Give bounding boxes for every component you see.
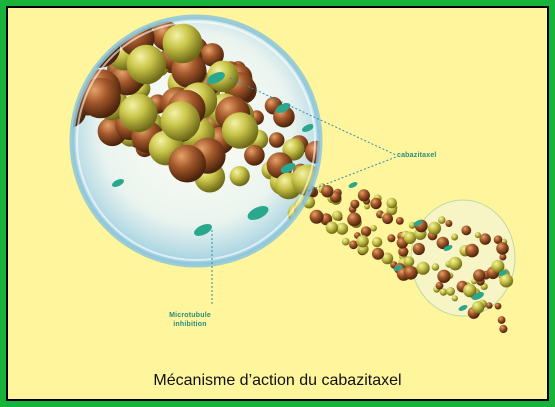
beta-tubulin-bead xyxy=(436,282,444,290)
alpha-tubulin-bead xyxy=(342,238,350,246)
microtubule-inhibition-label: Microtubule inhibition xyxy=(161,311,219,329)
figure-caption: Mécanisme d’action du cabazitaxel xyxy=(8,372,547,390)
alpha-tubulin-bead xyxy=(452,295,458,301)
alpha-tubulin-bead xyxy=(446,287,455,296)
magnified-lens xyxy=(52,8,337,265)
beta-tubulin-bead xyxy=(404,266,418,280)
alpha-tubulin-bead xyxy=(230,166,250,186)
alpha-tubulin-bead xyxy=(57,33,94,70)
alpha-tubulin-bead xyxy=(370,225,377,232)
beta-tubulin-bead xyxy=(168,145,206,183)
beta-tubulin-bead xyxy=(498,316,506,324)
microtubule-label-line1: Microtubule xyxy=(161,311,219,320)
alpha-tubulin-bead xyxy=(62,14,98,50)
alpha-tubulin-bead xyxy=(449,257,463,271)
beta-tubulin-bead xyxy=(72,13,97,38)
alpha-tubulin-bead xyxy=(127,45,166,84)
beta-tubulin-bead xyxy=(350,200,359,209)
alpha-tubulin-bead xyxy=(386,198,397,209)
alpha-tubulin-bead xyxy=(500,274,514,288)
beta-tubulin-bead xyxy=(382,213,393,224)
beta-tubulin-bead xyxy=(89,8,119,32)
alpha-tubulin-bead xyxy=(438,216,446,224)
alpha-tubulin-bead xyxy=(432,263,440,271)
alpha-tubulin-bead xyxy=(451,234,458,241)
beta-tubulin-bead xyxy=(358,189,370,201)
beta-tubulin-bead xyxy=(473,269,485,281)
alpha-tubulin-bead xyxy=(428,222,441,235)
alpha-tubulin-bead xyxy=(163,24,203,64)
beta-tubulin-bead xyxy=(437,270,450,283)
alpha-tubulin-bead xyxy=(326,222,338,234)
beta-tubulin-bead xyxy=(480,233,491,244)
microtubule-label-line2: inhibition xyxy=(161,320,219,329)
beta-tubulin-bead xyxy=(269,132,285,148)
beta-tubulin-bead xyxy=(370,198,381,209)
beta-tubulin-bead xyxy=(60,8,83,13)
beta-tubulin-bead xyxy=(396,217,404,225)
alpha-tubulin-bead xyxy=(119,94,157,132)
beta-tubulin-bead xyxy=(244,145,265,166)
beta-tubulin-bead xyxy=(495,303,502,310)
alpha-tubulin-bead xyxy=(93,8,134,19)
beta-tubulin-bead xyxy=(461,226,471,236)
beta-tubulin-bead xyxy=(499,325,507,333)
cabazitaxel-molecule xyxy=(348,181,359,189)
beta-tubulin-bead xyxy=(486,302,493,309)
beta-tubulin-bead xyxy=(87,18,109,40)
beta-tubulin-bead xyxy=(372,248,384,260)
alpha-tubulin-bead xyxy=(332,211,342,221)
alpha-tubulin-bead xyxy=(67,9,95,37)
alpha-tubulin-bead xyxy=(356,235,368,247)
alpha-tubulin-bead xyxy=(67,8,98,26)
mechanism-illustration xyxy=(8,8,549,401)
figure-panel: cabazitaxel Microtubule inhibition Mécan… xyxy=(6,6,549,401)
beta-tubulin-bead xyxy=(53,21,84,52)
beta-tubulin-bead xyxy=(413,243,425,255)
alpha-tubulin-bead xyxy=(472,301,484,313)
beta-tubulin-bead xyxy=(347,212,361,226)
alpha-tubulin-bead xyxy=(222,112,258,148)
beta-tubulin-bead xyxy=(78,8,101,9)
alpha-tubulin-bead xyxy=(417,262,430,275)
alpha-tubulin-bead xyxy=(161,101,201,141)
alpha-tubulin-bead xyxy=(404,256,415,267)
beta-tubulin-bead xyxy=(387,234,395,242)
beta-tubulin-bead xyxy=(465,244,479,258)
beta-tubulin-bead xyxy=(310,210,324,224)
alpha-tubulin-bead xyxy=(92,8,131,10)
alpha-tubulin-bead xyxy=(372,237,382,247)
microtubule-small xyxy=(303,181,515,333)
beta-tubulin-bead xyxy=(321,185,333,197)
alpha-tubulin-bead xyxy=(440,288,447,295)
cabazitaxel-label: cabazitaxel xyxy=(397,152,437,159)
alpha-tubulin-bead xyxy=(66,11,97,42)
beta-tubulin-bead xyxy=(445,220,452,227)
beta-tubulin-bead xyxy=(496,242,509,255)
beta-tubulin-bead xyxy=(56,8,91,30)
